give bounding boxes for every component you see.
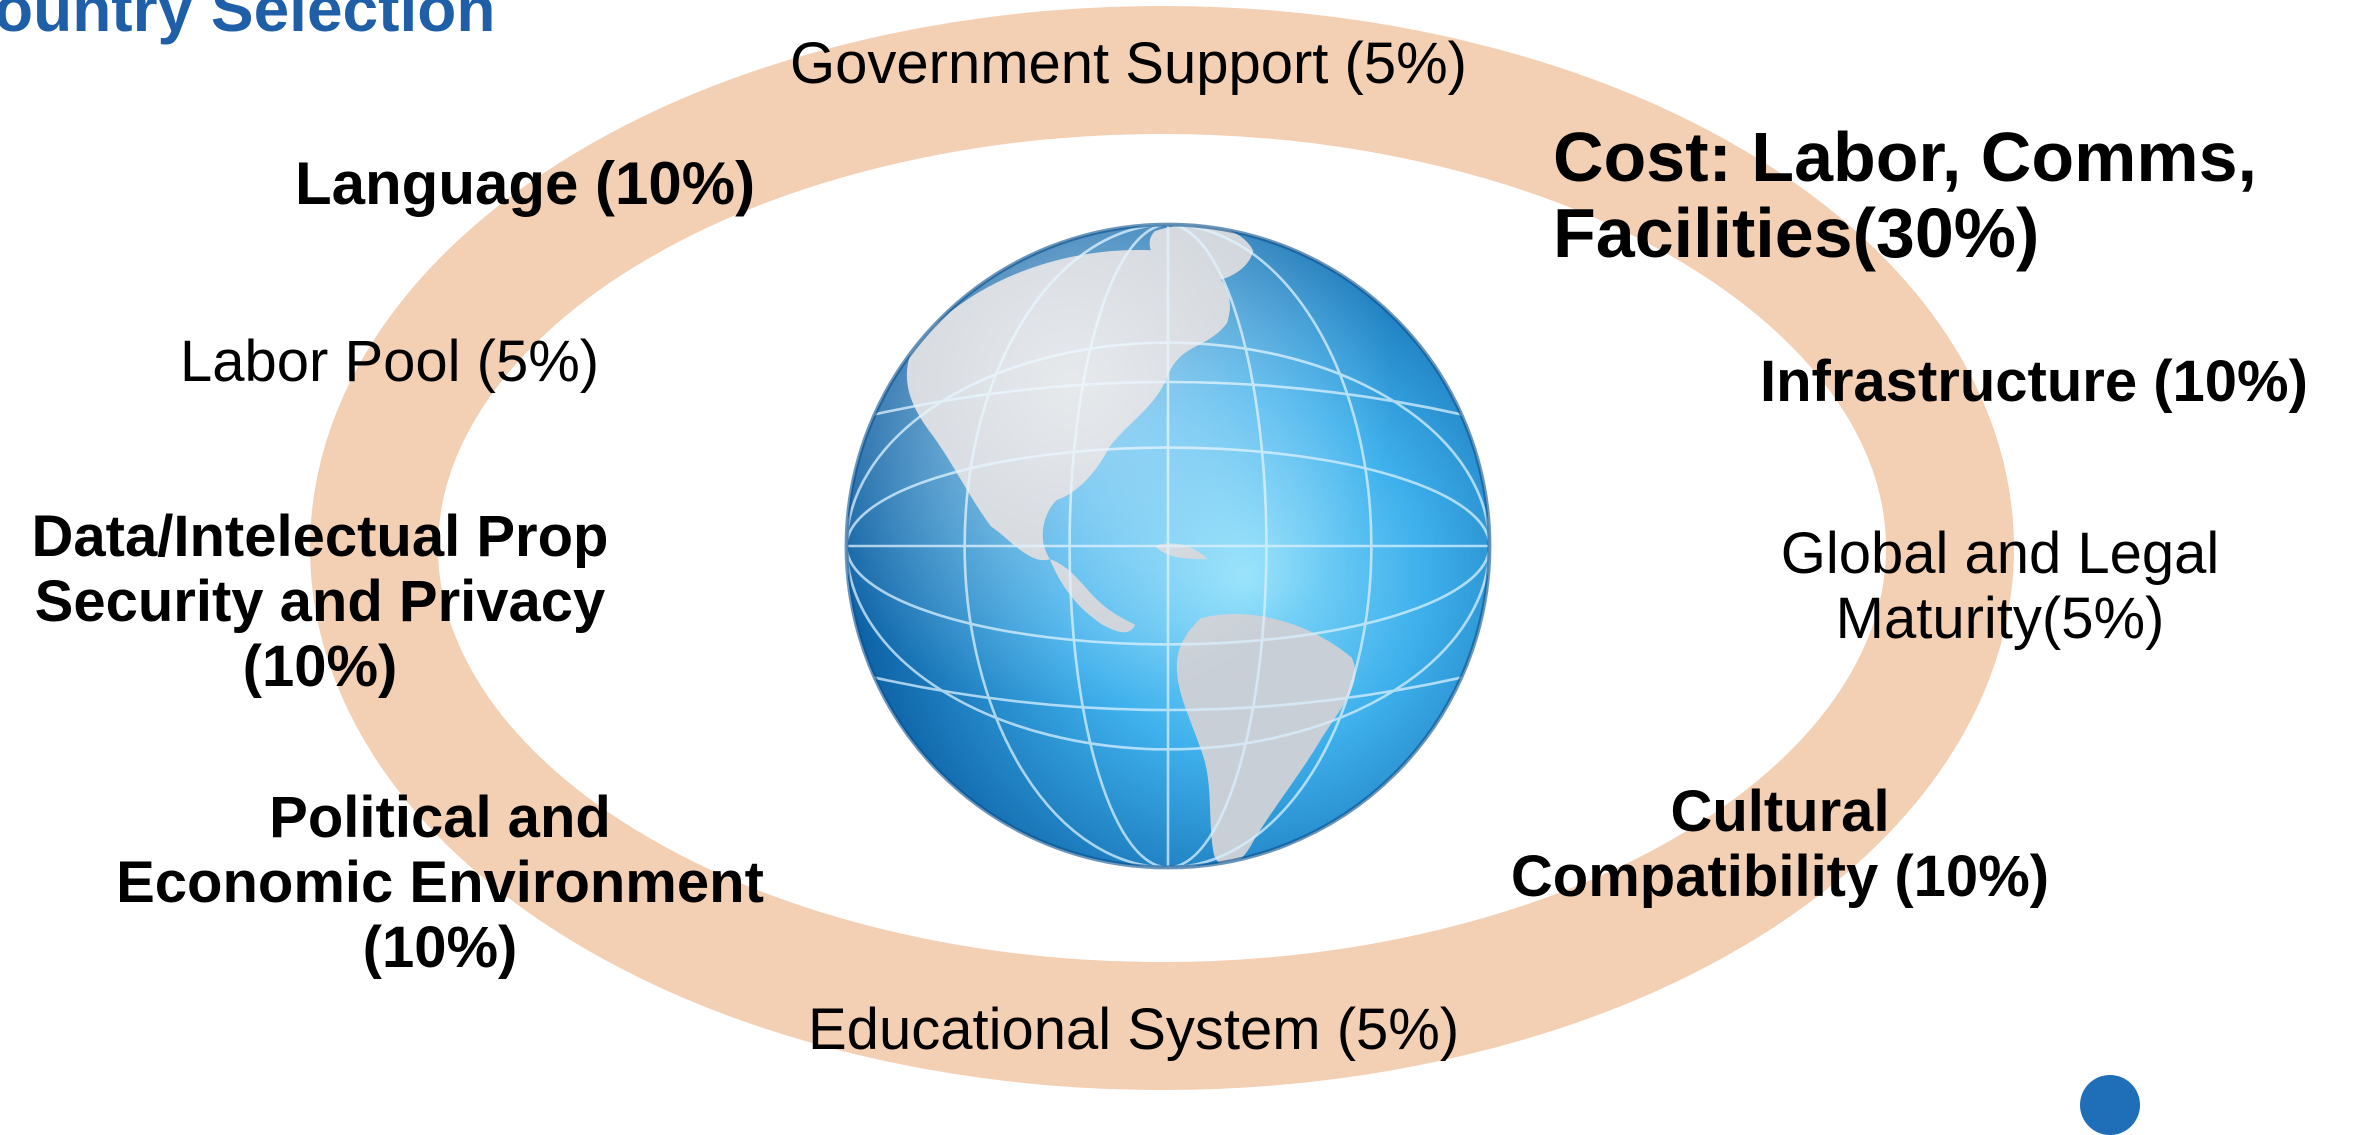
cultural-compatibility-label: Cultural Compatibility (10%) — [1460, 779, 2100, 910]
page-title: ountry Selection — [0, 0, 496, 45]
logo-icon — [2080, 1075, 2140, 1135]
data-security-line3: (10%) — [242, 633, 398, 699]
language-label: Language (10%) — [295, 150, 756, 217]
political-economic-label: Political and Economic Environment (10%) — [60, 785, 820, 981]
cost-label-line1: Cost: Labor, Comms, — [1553, 118, 2257, 196]
political-economic-line3: (10%) — [362, 914, 518, 980]
educational-system-label: Educational System (5%) — [808, 997, 1460, 1062]
government-support-label: Government Support (5%) — [790, 31, 1467, 96]
cultural-compatibility-line2: Compatibility (10%) — [1510, 843, 2050, 909]
globe-icon — [844, 222, 1492, 870]
political-economic-line1: Political and — [269, 785, 611, 850]
cost-label: Cost: Labor, Comms, Facilities(30%) — [1553, 118, 2257, 272]
political-economic-line2: Economic Environment — [116, 849, 764, 915]
cost-label-line2: Facilities(30%) — [1553, 193, 2040, 272]
global-legal-line2: Maturity(5%) — [1835, 585, 2165, 651]
data-security-line1: Data/Intelectual Prop — [31, 504, 609, 569]
labor-pool-label: Labor Pool (5%) — [180, 329, 600, 394]
factor-ring — [310, 6, 2014, 1090]
cultural-compatibility-line1: Cultural — [1670, 779, 1890, 844]
data-security-line2: Security and Privacy — [34, 568, 606, 634]
infrastructure-label: Infrastructure (10%) — [1760, 349, 2308, 414]
data-security-label: Data/Intelectual Prop Security and Priva… — [0, 504, 640, 700]
global-legal-line1: Global and Legal — [1780, 521, 2220, 586]
global-legal-label: Global and Legal Maturity(5%) — [1700, 521, 2300, 652]
